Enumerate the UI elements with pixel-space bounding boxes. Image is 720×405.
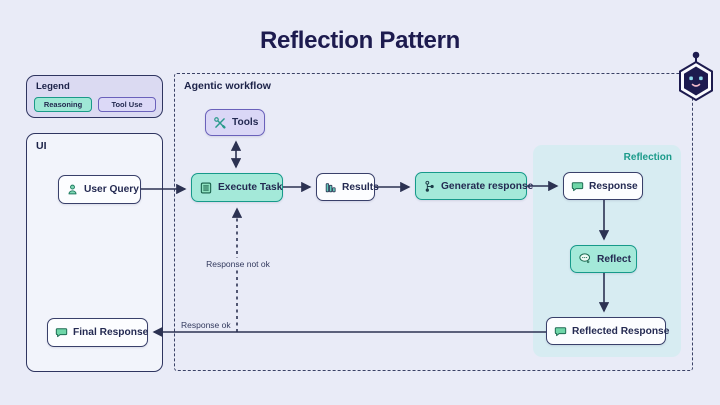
user-query-node: User Query (58, 175, 141, 204)
branch-icon (423, 180, 436, 193)
node-label: Execute Task (218, 182, 283, 193)
node-label: Response (589, 180, 638, 192)
edge-label-response-ok: Response ok (181, 320, 231, 330)
results-node: Results (316, 173, 379, 201)
edge-label-response-not-ok: Response not ok (199, 258, 277, 270)
generate-response-node: Generate response (415, 172, 533, 200)
legend-title: Legend (36, 81, 70, 92)
node-label: Generate response (441, 180, 534, 192)
execute-task-node: Execute Task (191, 173, 283, 202)
reflect-node: Reflect (570, 245, 637, 273)
chat-bubble-icon (571, 180, 584, 193)
task-list-icon (199, 181, 213, 195)
response-node: Response (563, 172, 643, 200)
thought-bubble-icon (578, 252, 592, 266)
agentic-workflow-label: Agentic workflow (184, 80, 271, 92)
node-label: User Query (84, 184, 139, 195)
page-title: Reflection Pattern (260, 27, 460, 54)
node-label: Results (342, 181, 379, 193)
user-icon (66, 183, 79, 196)
legend-item-reasoning: Reasoning (34, 97, 92, 112)
node-label: Reflected Response (572, 325, 670, 337)
tools-node: Tools (205, 109, 265, 136)
ui-panel-label: UI (36, 140, 47, 152)
node-label: Reflect (597, 253, 631, 265)
chat-bubble-icon (55, 326, 68, 339)
legend-panel: Legend Reasoning Tool Use (26, 75, 163, 118)
bar-chart-icon (324, 181, 337, 194)
robot-icon (674, 50, 718, 107)
node-label: Tools (232, 117, 259, 128)
reflected-response-node: Reflected Response (546, 317, 670, 345)
legend-item-label: Tool Use (111, 100, 143, 109)
agentic-workflow-panel: Agentic workflow (174, 73, 693, 371)
legend-item-tool-use: Tool Use (98, 97, 156, 112)
reflection-zone-label: Reflection (623, 152, 672, 163)
chat-bubble-icon (554, 325, 567, 338)
tools-icon (213, 116, 227, 130)
final-response-node: Final Response (47, 318, 148, 347)
legend-item-label: Reasoning (43, 100, 83, 109)
node-label: Final Response (73, 327, 149, 338)
